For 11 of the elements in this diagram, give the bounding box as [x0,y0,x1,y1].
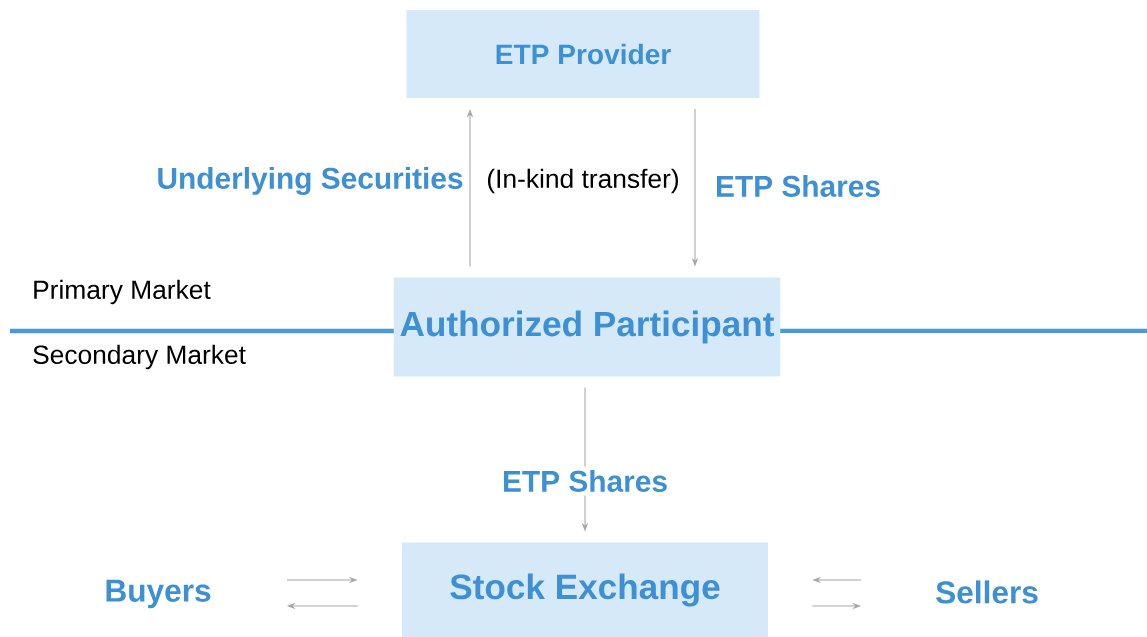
process-box: Authorized Participant [393,277,781,377]
participant-label: Sellers [936,580,1038,604]
note-text: (In-kind transfer) [487,168,678,194]
edge-label: ETP Shares [498,466,672,496]
note-text: Secondary Market [33,344,246,370]
participant-label: Buyers [106,579,211,609]
process-box: ETP Provider [406,10,760,98]
edge-label: Underlying Securities [152,163,468,199]
note-text: Primary Market [34,279,211,305]
edge-label: ETP Shares [711,171,885,201]
process-box: Stock Exchange [402,542,768,637]
